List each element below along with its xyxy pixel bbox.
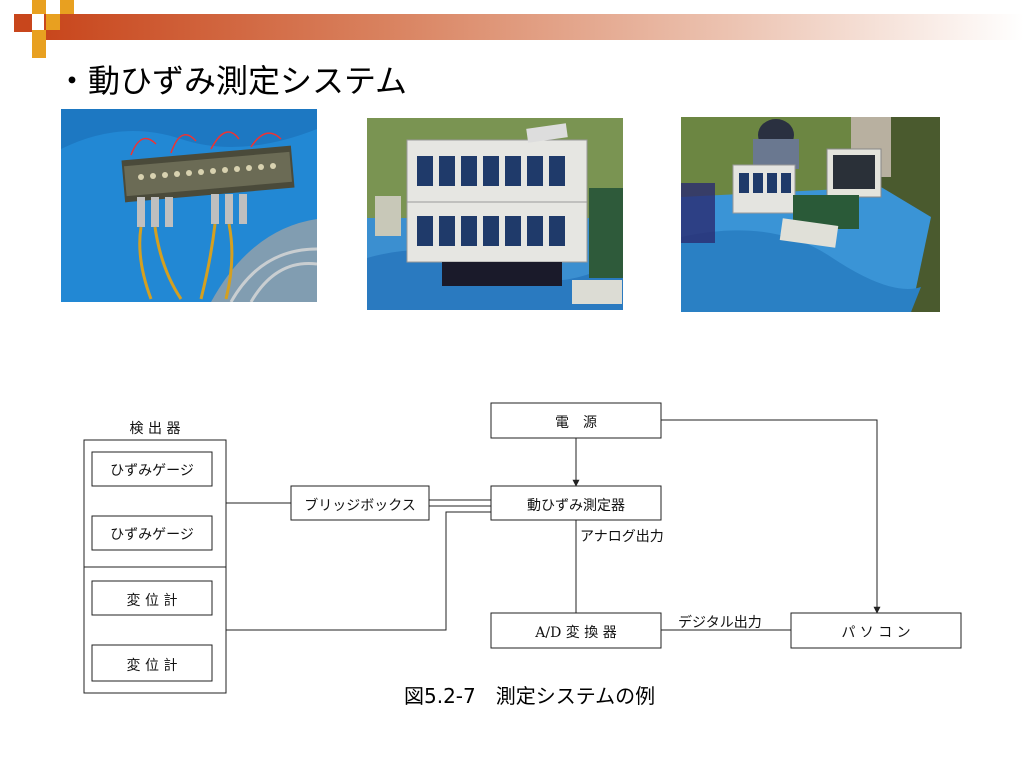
header-gradient-bar (44, 14, 1024, 40)
pc-label: パ ソ コ ン (841, 625, 911, 641)
detector-strain-gauge-1: ひずみゲージ (110, 463, 194, 479)
detector-box-strain-1 (91, 451, 213, 487)
decor-square-orange (32, 30, 46, 44)
photo-bridge-box-illustration (61, 109, 317, 302)
detector-displacement-1: 変 位 計 (126, 593, 178, 609)
detector-box-displacement-1 (91, 580, 213, 616)
strain-meter-label: 動ひずみ測定器 (527, 498, 625, 514)
detector-group-label: 検 出 器 (129, 421, 181, 437)
arrow-power-to-pc (661, 419, 881, 614)
photo-bridge-box (61, 109, 317, 302)
photo-operator-pc (681, 117, 940, 312)
detector-box-displacement-2 (91, 644, 213, 682)
decor-square-orange (32, 44, 46, 58)
power-supply-label: 電 源 (555, 415, 597, 431)
photo-strain-meter-illustration (367, 118, 623, 310)
detector-box-strain-2 (91, 515, 213, 551)
decor-square-orange (32, 0, 46, 14)
slide-title: ・動ひずみ測定システム (56, 62, 408, 100)
photo-strain-meter (367, 118, 623, 310)
decor-square-orange (46, 14, 60, 30)
photo-operator-pc-illustration (681, 117, 940, 312)
decor-square-red (14, 14, 32, 32)
decor-square-orange (60, 0, 74, 14)
analog-output-label: アナログ出力 (580, 529, 664, 545)
detector-displacement-2: 変 位 計 (126, 658, 178, 674)
bridge-box-label: ブリッジボックス (304, 498, 416, 514)
line-displacement-to-meter (226, 511, 491, 631)
digital-output-label: デジタル出力 (678, 615, 762, 631)
figure-caption: 図5.2-7 測定システムの例 (404, 684, 656, 708)
ad-converter-label: A/D 変 換 器 (535, 625, 617, 641)
detector-strain-gauge-2: ひずみゲージ (110, 527, 194, 543)
